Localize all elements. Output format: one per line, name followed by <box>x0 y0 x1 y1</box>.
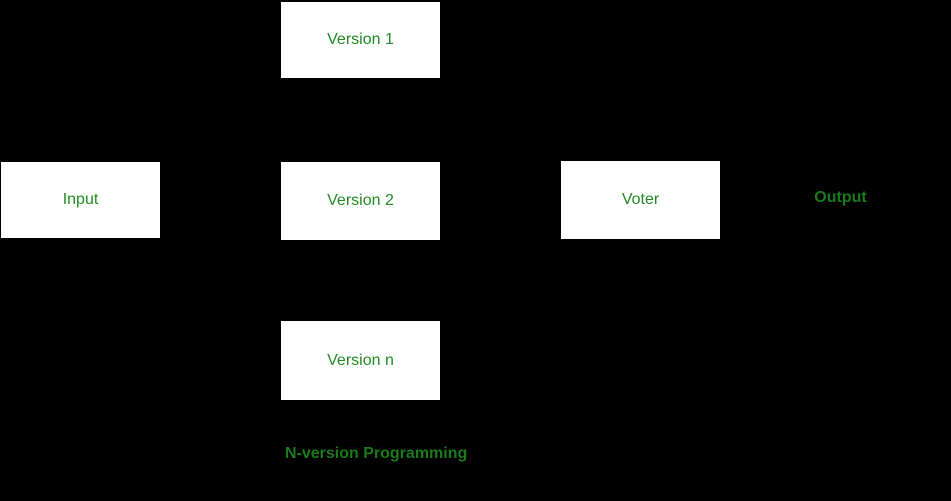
node-version-1-label: Version 1 <box>327 31 394 48</box>
node-version-n: Version n <box>281 321 440 400</box>
node-voter-label: Voter <box>621 191 660 208</box>
node-version-n-label: Version n <box>327 351 394 369</box>
diagram-caption: N-version Programming <box>285 445 468 462</box>
node-input: Input <box>1 162 160 238</box>
node-version-2-label: Version 2 <box>327 192 394 209</box>
output-label: Output <box>814 189 867 206</box>
node-version-1: Version 1 <box>281 2 440 78</box>
node-voter: Voter <box>561 161 720 239</box>
node-version-2: Version 2 <box>281 162 440 240</box>
node-input-label: Input <box>62 191 99 208</box>
